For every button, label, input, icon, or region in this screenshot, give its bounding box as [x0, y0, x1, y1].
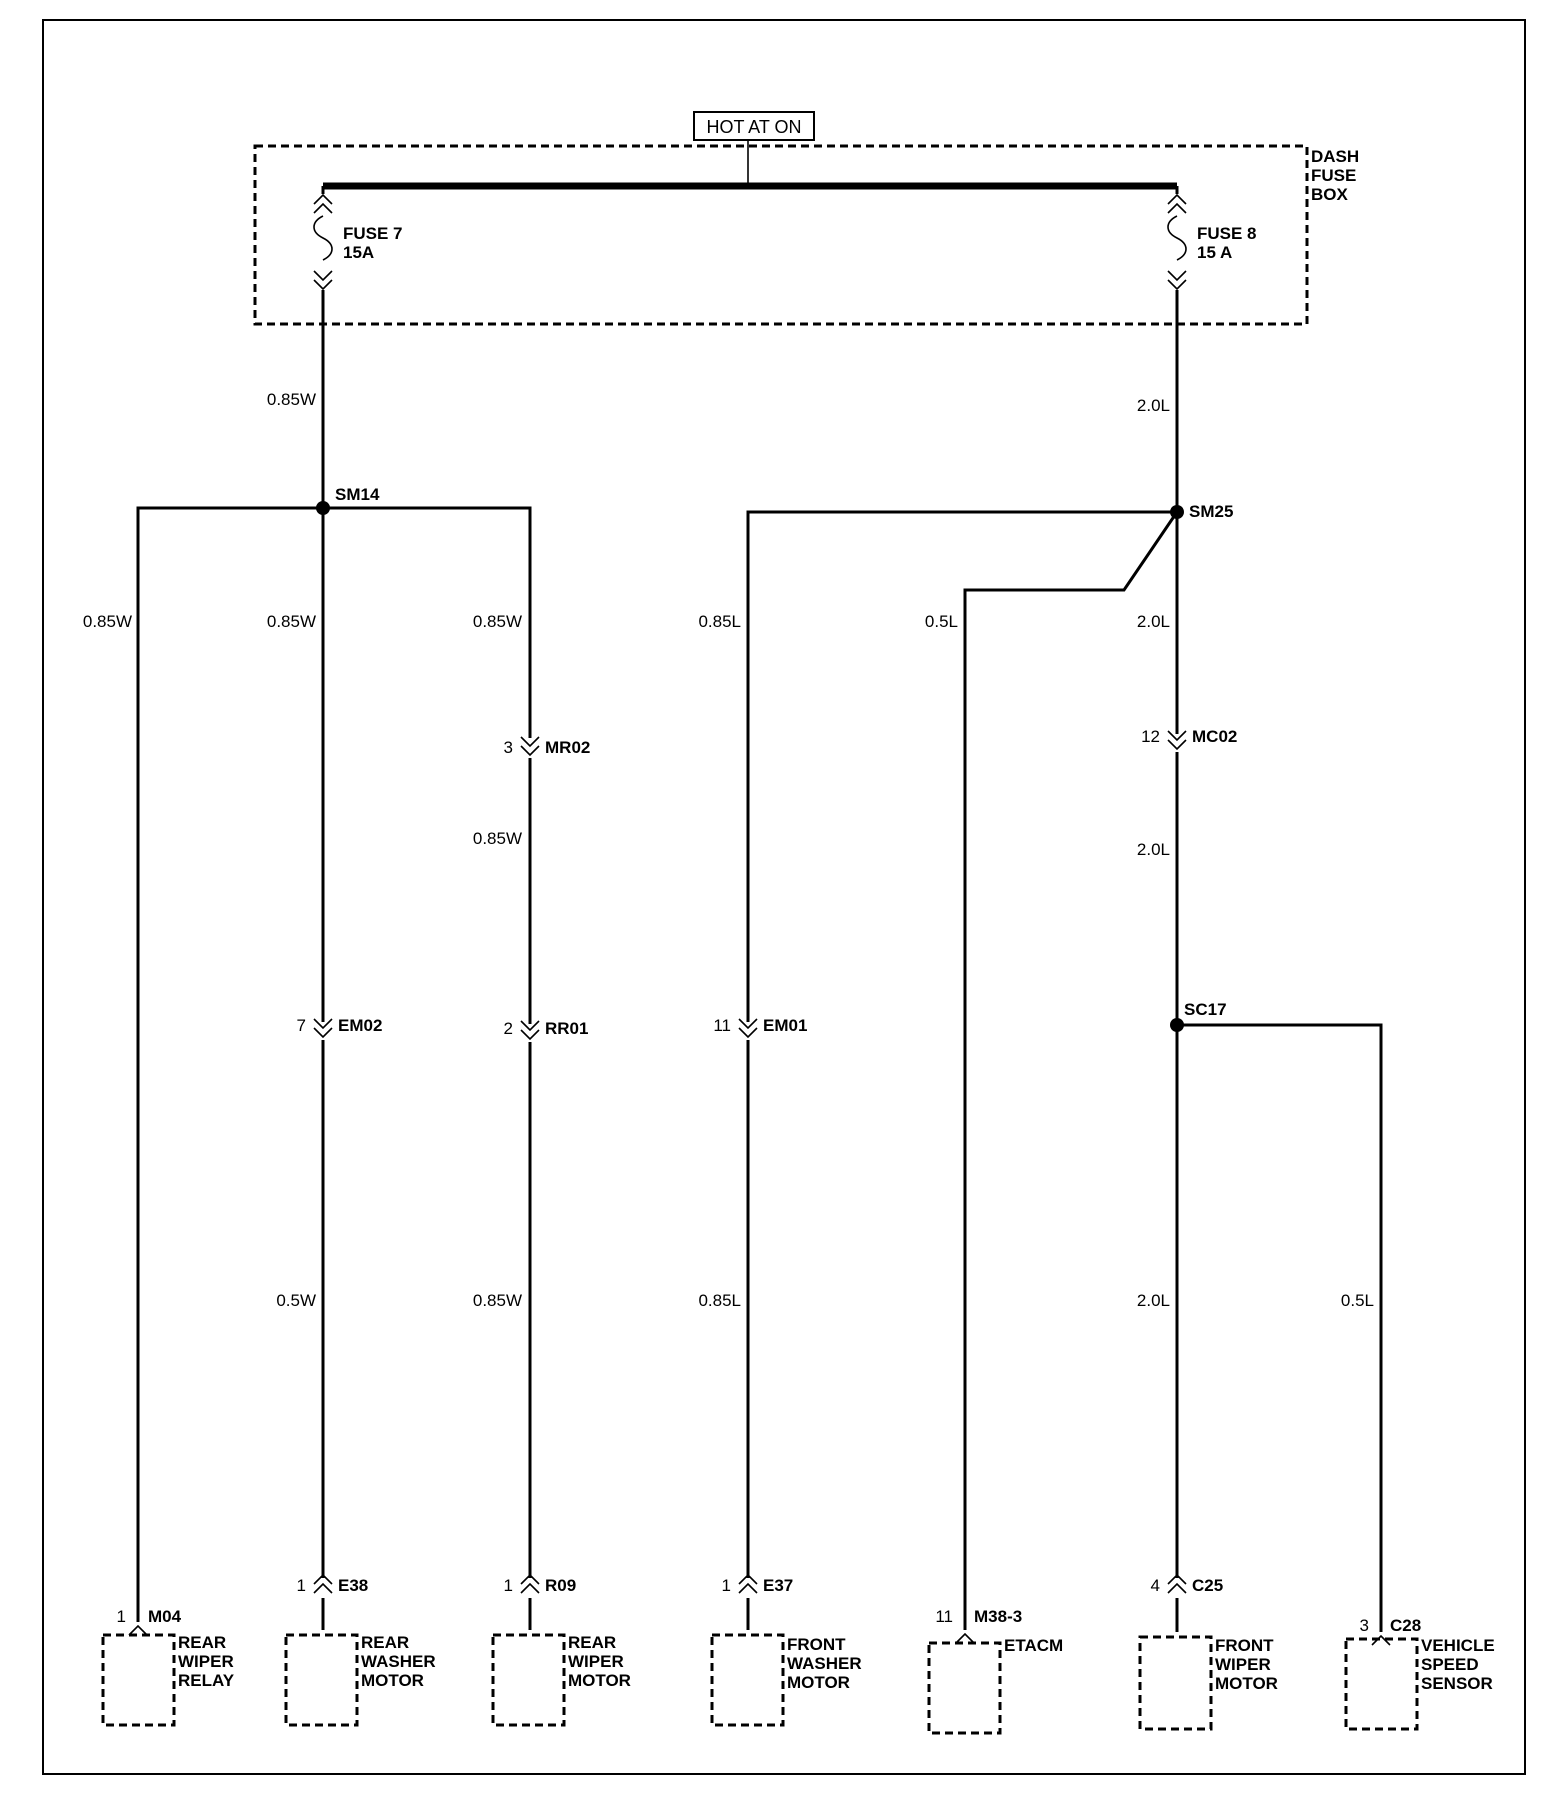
dash-fuse-box-label: DASH FUSE BOX: [1311, 147, 1359, 204]
svg-text:RELAY: RELAY: [178, 1671, 235, 1690]
svg-text:7: 7: [297, 1016, 306, 1035]
svg-text:0.5L: 0.5L: [925, 612, 958, 631]
svg-text:11: 11: [713, 1016, 731, 1035]
svg-text:EM01: EM01: [763, 1016, 807, 1035]
svg-text:FUSE 8: FUSE 8: [1197, 224, 1257, 243]
svg-text:MOTOR: MOTOR: [1215, 1674, 1278, 1693]
svg-text:FRONT: FRONT: [787, 1635, 846, 1654]
svg-text:C25: C25: [1192, 1576, 1223, 1595]
svg-text:REAR: REAR: [568, 1633, 616, 1652]
svg-text:BOX: BOX: [1311, 185, 1349, 204]
svg-text:REAR: REAR: [361, 1633, 409, 1652]
fuse-8: FUSE 8 15 A: [1167, 186, 1257, 290]
fuse-7: FUSE 7 15A: [313, 186, 403, 290]
svg-text:RR01: RR01: [545, 1019, 588, 1038]
wire-sm14-to-relay: [136, 506, 323, 1622]
wire-speed-sensor: [1177, 1023, 1383, 1632]
svg-text:3: 3: [504, 738, 513, 757]
svg-text:WIPER: WIPER: [178, 1652, 234, 1671]
svg-text:2.0L: 2.0L: [1137, 396, 1170, 415]
svg-text:MOTOR: MOTOR: [568, 1671, 631, 1690]
rear-wiper-motor: REAR WIPER MOTOR: [491, 1633, 631, 1727]
vehicle-speed-sensor: VEHICLE SPEED SENSOR: [1344, 1636, 1495, 1731]
svg-text:1: 1: [504, 1576, 513, 1595]
svg-text:WASHER: WASHER: [787, 1654, 862, 1673]
svg-text:VEHICLE: VEHICLE: [1421, 1636, 1495, 1655]
svg-text:12: 12: [1141, 727, 1160, 746]
svg-text:M04: M04: [148, 1607, 182, 1626]
svg-text:0.85W: 0.85W: [473, 1291, 522, 1310]
svg-text:0.5L: 0.5L: [1341, 1291, 1374, 1310]
svg-text:SENSOR: SENSOR: [1421, 1674, 1493, 1693]
svg-text:0.85L: 0.85L: [698, 612, 741, 631]
svg-text:ETACM: ETACM: [1004, 1636, 1063, 1655]
svg-text:15A: 15A: [343, 243, 374, 262]
svg-text:2: 2: [504, 1019, 513, 1038]
front-washer-motor: FRONT WASHER MOTOR: [710, 1633, 862, 1727]
page-frame: [42, 19, 1526, 1775]
svg-text:E38: E38: [338, 1576, 368, 1595]
svg-text:M38-3: M38-3: [974, 1607, 1022, 1626]
svg-text:1: 1: [117, 1607, 126, 1626]
svg-text:2.0L: 2.0L: [1137, 1291, 1170, 1310]
svg-text:E37: E37: [763, 1576, 793, 1595]
svg-text:MC02: MC02: [1192, 727, 1237, 746]
svg-text:REAR: REAR: [178, 1633, 226, 1652]
front-wiper-motor: FRONT WIPER MOTOR: [1138, 1635, 1278, 1731]
svg-text:WASHER: WASHER: [361, 1652, 436, 1671]
svg-text:4: 4: [1151, 1576, 1160, 1595]
svg-text:MR02: MR02: [545, 738, 590, 757]
svg-text:SM25: SM25: [1189, 502, 1233, 521]
svg-text:R09: R09: [545, 1576, 576, 1595]
svg-text:SM14: SM14: [335, 485, 380, 504]
svg-text:FRONT: FRONT: [1215, 1636, 1274, 1655]
svg-text:WIPER: WIPER: [568, 1652, 624, 1671]
svg-text:C28: C28: [1390, 1616, 1421, 1635]
svg-text:EM02: EM02: [338, 1016, 382, 1035]
etacm: ETACM: [927, 1636, 1063, 1735]
svg-text:0.85W: 0.85W: [267, 612, 316, 631]
svg-text:HOT AT ON: HOT AT ON: [706, 117, 801, 137]
svg-text:MOTOR: MOTOR: [787, 1673, 850, 1692]
svg-text:MOTOR: MOTOR: [361, 1671, 424, 1690]
wire-sm25-to-front-washer: [746, 510, 1177, 1022]
wire-sm25-to-etacm: [963, 511, 1179, 1630]
svg-text:2.0L: 2.0L: [1137, 840, 1170, 859]
hot-at-on-label: HOT AT ON: [693, 111, 815, 141]
svg-text:0.5W: 0.5W: [276, 1291, 316, 1310]
svg-text:0.85W: 0.85W: [473, 612, 522, 631]
svg-text:15 A: 15 A: [1197, 243, 1232, 262]
svg-text:WIPER: WIPER: [1215, 1655, 1271, 1674]
svg-text:0.85W: 0.85W: [83, 612, 132, 631]
svg-text:DASH: DASH: [1311, 147, 1359, 166]
dash-fuse-box: [253, 144, 1309, 326]
svg-text:FUSE: FUSE: [1311, 166, 1356, 185]
svg-text:2.0L: 2.0L: [1137, 612, 1170, 631]
svg-text:1: 1: [297, 1576, 306, 1595]
svg-text:0.85L: 0.85L: [698, 1291, 741, 1310]
svg-text:0.85W: 0.85W: [267, 390, 316, 409]
svg-text:3: 3: [1360, 1616, 1369, 1635]
svg-text:1: 1: [722, 1576, 731, 1595]
svg-text:11: 11: [935, 1607, 953, 1626]
rear-washer-motor: REAR WASHER MOTOR: [284, 1633, 436, 1727]
wire-sm14-to-rear-motor: [323, 506, 532, 738]
rear-wiper-relay: REAR WIPER RELAY: [101, 1633, 235, 1727]
svg-text:0.85W: 0.85W: [473, 829, 522, 848]
svg-text:SC17: SC17: [1184, 1000, 1227, 1019]
svg-text:SPEED: SPEED: [1421, 1655, 1479, 1674]
svg-text:FUSE 7: FUSE 7: [343, 224, 403, 243]
